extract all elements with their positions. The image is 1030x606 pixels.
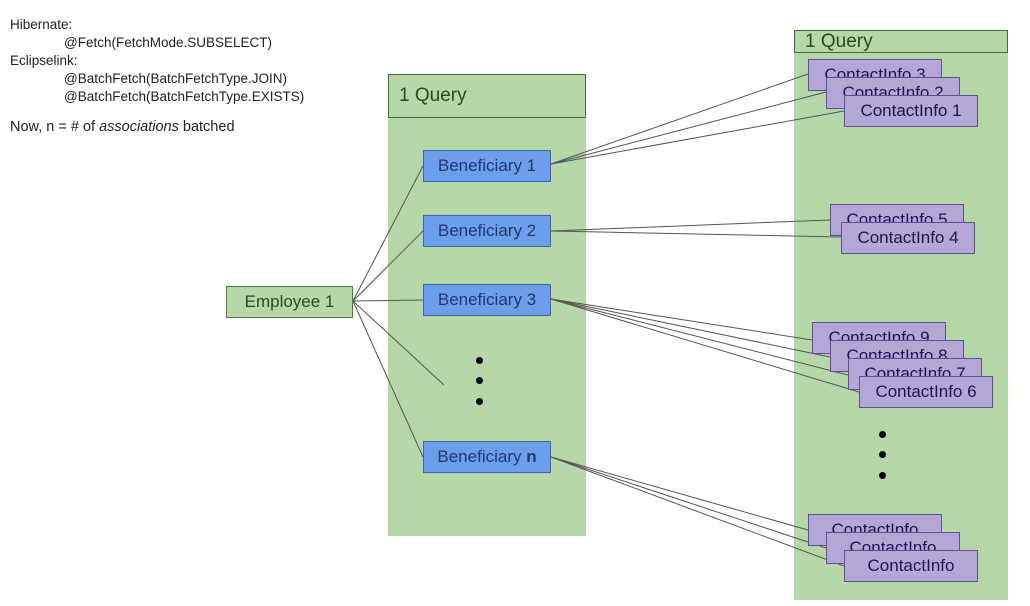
link-b2-ci5 bbox=[550, 219, 831, 232]
link-b3-ci9 bbox=[550, 298, 813, 341]
link-bn-ci-b bbox=[550, 456, 827, 549]
link-b3-ci8 bbox=[550, 298, 831, 358]
link-bn-ci-a bbox=[550, 456, 809, 531]
beneficiary-node-1: Beneficiary 1 bbox=[423, 150, 551, 182]
link-b3-ci7 bbox=[550, 298, 849, 376]
ellipsis-dot bbox=[476, 377, 483, 384]
ellipsis-dot bbox=[476, 398, 483, 405]
beneficiary-n-suffix: n bbox=[526, 447, 537, 466]
n-definition-emphasis: associations bbox=[99, 119, 179, 135]
link-employee-beneficiary-3 bbox=[352, 299, 424, 302]
ellipsis-dot bbox=[879, 431, 886, 438]
link-b1-ci3 bbox=[550, 73, 809, 165]
n-definition-suffix: batched bbox=[178, 119, 235, 135]
beneficiary-node-n: Beneficiary n bbox=[423, 441, 551, 473]
hibernate-label: Hibernate: bbox=[10, 17, 73, 32]
employee-node: Employee 1 bbox=[226, 286, 353, 318]
link-employee-beneficiary-n bbox=[352, 300, 424, 458]
eclipselink-join-annotation: @BatchFetch(BatchFetchType.JOIN) bbox=[64, 71, 288, 86]
n-definition: Now, n = # of associations batched bbox=[10, 118, 235, 136]
contact-info-node: ContactInfo 4 bbox=[841, 222, 975, 254]
beneficiary-node-2: Beneficiary 2 bbox=[423, 215, 551, 247]
link-bn-ci-c bbox=[550, 456, 845, 567]
beneficiary-node-3: Beneficiary 3 bbox=[423, 284, 551, 316]
ellipsis-dot bbox=[879, 451, 886, 458]
hibernate-annotation: @Fetch(FetchMode.SUBSELECT) bbox=[64, 35, 273, 50]
n-definition-prefix: Now, n = # of bbox=[10, 119, 100, 135]
link-employee-beneficiary-1 bbox=[352, 165, 424, 302]
eclipselink-exists-annotation: @BatchFetch(BatchFetchType.EXISTS) bbox=[64, 89, 305, 104]
ellipsis-dot bbox=[476, 357, 483, 364]
ellipsis-dot bbox=[879, 472, 886, 479]
link-employee-ellipsis bbox=[352, 300, 445, 386]
contact-info-node: ContactInfo bbox=[844, 550, 978, 582]
link-b3-ci6 bbox=[550, 298, 860, 393]
link-b1-ci1 bbox=[550, 110, 845, 165]
eclipselink-label: Eclipselink: bbox=[10, 53, 78, 68]
middle-query-header: 1 Query bbox=[388, 74, 586, 118]
contact-info-node: ContactInfo 6 bbox=[859, 376, 993, 408]
right-query-header: 1 Query bbox=[794, 30, 1008, 53]
link-employee-beneficiary-2 bbox=[352, 230, 424, 302]
link-b1-ci2 bbox=[550, 91, 827, 165]
beneficiary-n-prefix: Beneficiary bbox=[437, 447, 527, 466]
contact-info-node: ContactInfo 1 bbox=[844, 95, 978, 127]
link-b2-ci4 bbox=[550, 230, 842, 238]
